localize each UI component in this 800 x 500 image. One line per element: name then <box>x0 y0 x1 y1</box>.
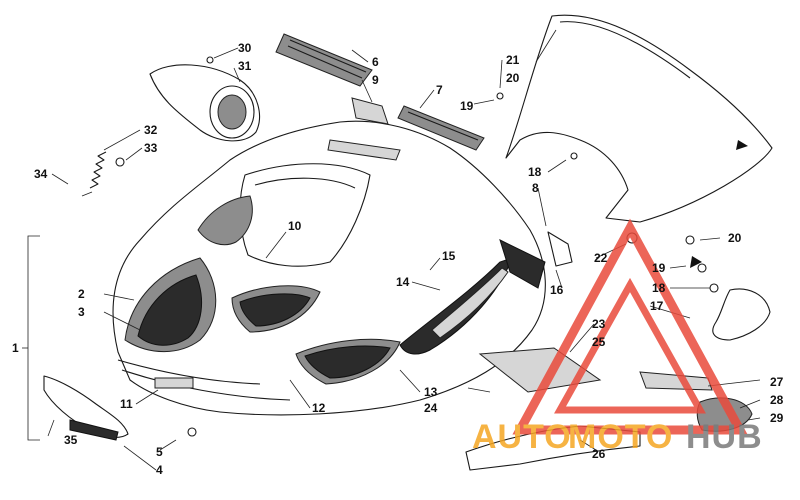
callout-14: 14 <box>396 275 410 289</box>
callout-12: 12 <box>312 401 326 415</box>
callout-20b: 20 <box>728 231 742 245</box>
callout-31: 31 <box>238 59 252 73</box>
front-bumper <box>43 375 129 441</box>
callout-10: 10 <box>288 219 302 233</box>
callout-8: 8 <box>532 181 539 195</box>
callout-13: 13 <box>424 385 438 399</box>
callout-21: 21 <box>506 53 520 67</box>
callout-19a: 19 <box>460 99 474 113</box>
callout-29: 29 <box>770 411 784 425</box>
callout-16: 16 <box>550 283 564 297</box>
callout-28: 28 <box>770 393 784 407</box>
callout-23: 23 <box>592 317 606 331</box>
callout-26: 26 <box>592 447 606 461</box>
callout-32: 32 <box>144 123 158 137</box>
callout-17: 17 <box>650 299 664 313</box>
callout-labels: 1 2 3 4 5 6 7 8 9 10 11 12 13 14 15 16 1… <box>12 41 784 477</box>
watermark-text-moto: MOTO <box>568 418 673 456</box>
callout-35: 35 <box>64 433 78 447</box>
callout-7: 7 <box>436 83 443 97</box>
callout-18b: 18 <box>652 281 666 295</box>
belly-pan <box>465 347 641 471</box>
callout-1: 1 <box>12 341 19 355</box>
callout-6: 6 <box>372 55 379 69</box>
vent-panels <box>275 33 485 151</box>
callout-5: 5 <box>156 445 163 459</box>
arrow-icon <box>736 140 748 150</box>
arrow-icon <box>690 256 702 268</box>
callout-20a: 20 <box>506 71 520 85</box>
callout-19b: 19 <box>652 261 666 275</box>
callout-15: 15 <box>442 249 456 263</box>
fasteners <box>187 56 719 437</box>
callout-11: 11 <box>120 397 133 411</box>
callout-3: 3 <box>78 305 85 319</box>
callout-34: 34 <box>34 167 48 181</box>
callout-18a: 18 <box>528 165 542 179</box>
headlight-shroud <box>149 64 260 142</box>
callout-33: 33 <box>144 141 158 155</box>
hood <box>112 120 546 416</box>
hood-emblem <box>154 377 194 389</box>
watermark-text-hub: HUB <box>686 418 763 456</box>
watermark-logo: AUTO MOTO HUB <box>472 218 763 456</box>
callout-4: 4 <box>156 463 163 477</box>
latch-spring <box>81 151 125 197</box>
side-deflector <box>639 288 771 432</box>
callout-24: 24 <box>424 401 438 415</box>
callout-27: 27 <box>770 375 784 389</box>
callout-2: 2 <box>78 287 85 301</box>
callout-30: 30 <box>238 41 252 55</box>
callout-22: 22 <box>594 251 608 265</box>
callout-25: 25 <box>592 335 606 349</box>
group-bracket <box>27 235 40 441</box>
callout-9: 9 <box>372 73 379 87</box>
windshield <box>505 14 773 223</box>
watermark-text-auto: AUTO <box>472 418 572 456</box>
